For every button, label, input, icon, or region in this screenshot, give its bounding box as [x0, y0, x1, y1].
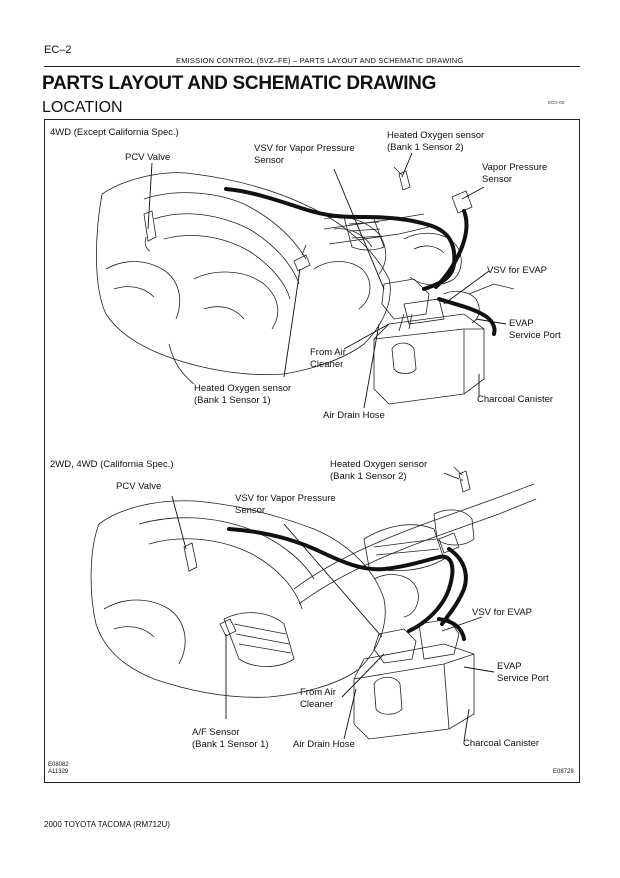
figure1-evap-port-label-line2: Service Port	[509, 330, 561, 341]
figure1-vsv-evap-label: VSV for EVAP	[487, 265, 548, 276]
figure1-evap-port-label-line1: EVAP	[509, 318, 534, 329]
figure2-ho2-sensor2-label-line1: Heated Oxygen sensor	[330, 459, 428, 470]
page-footer: 2000 TOYOTA TACOMA (RM712U)	[44, 820, 170, 829]
figure2-vsv-evap-label: VSV for EVAP	[472, 607, 533, 618]
top-figure-code: EC0–00	[548, 100, 565, 105]
header-rule	[44, 66, 580, 67]
figure2-pcv-valve-label: PCV Valve	[116, 481, 162, 492]
section-title: LOCATION	[42, 99, 123, 116]
figure1-ho2-sensor1-label-line1: Heated Oxygen sensor	[194, 383, 292, 394]
figure1-from-air-cleaner-label-line1: From Air	[310, 347, 346, 358]
figure1-from-air-cleaner-label-line2: Cleaner	[310, 359, 344, 370]
figure1-vsv-vapor-pressure-label-line2: Sensor	[254, 155, 285, 166]
running-header: EMISSION CONTROL (5VZ–FE) – PARTS LAYOUT…	[176, 56, 464, 65]
figure1-pcv-valve-label: PCV Valve	[125, 152, 171, 163]
figure1-ho2-sensor2-label-line1: Heated Oxygen sensor	[387, 130, 485, 141]
figure1-air-drain-hose-label: Air Drain Hose	[323, 410, 385, 421]
figure-frame	[44, 119, 580, 783]
figure2-af-sensor-label-line1: A/F Sensor	[192, 727, 240, 738]
figure1-vsv-vapor-pressure-label-line1: VSV for Vapor Pressure	[254, 143, 355, 154]
engine-illustration	[90, 152, 537, 742]
figure2-spec-label: 2WD, 4WD (California Spec.)	[50, 459, 174, 470]
figure1-ho2-sensor1-label-line2: (Bank 1 Sensor 1)	[194, 395, 271, 406]
figure2-charcoal-canister-label: Charcoal Canister	[463, 738, 540, 749]
figure2-vsv-vapor-pressure-label-line1: VSV for Vapor Pressure	[235, 493, 336, 504]
figure2-evap-port-label-line2: Service Port	[497, 673, 549, 684]
figure2-ho2-sensor2-label-line2: (Bank 1 Sensor 2)	[330, 471, 407, 482]
page-number: EC–2	[44, 44, 72, 56]
figure1-spec-label: 4WD (Except California Spec.)	[50, 127, 179, 138]
figure1-vapor-pressure-sensor-label-line2: Sensor	[482, 174, 513, 185]
page-title: PARTS LAYOUT AND SCHEMATIC DRAWING	[42, 73, 437, 94]
figure2-air-drain-hose-label: Air Drain Hose	[293, 739, 355, 750]
figure2-vsv-vapor-pressure-label-line2: Sensor	[235, 505, 266, 516]
figure2-from-air-cleaner-label-line1: From Air	[300, 687, 336, 698]
figure1-ho2-sensor2-label-line2: (Bank 1 Sensor 2)	[387, 142, 464, 153]
figure-code-left-1: E08082	[48, 762, 69, 768]
figure1-charcoal-canister-label: Charcoal Canister	[477, 394, 554, 405]
figure-code-right: E08728	[553, 769, 574, 775]
figure2-from-air-cleaner-label-line2: Cleaner	[300, 699, 334, 710]
figure2-af-sensor-label-line2: (Bank 1 Sensor 1)	[192, 739, 269, 750]
figure1-vapor-pressure-sensor-label-line1: Vapor Pressure	[482, 162, 548, 173]
figure2-evap-port-label-line1: EVAP	[497, 661, 522, 672]
figure-code-left-2: A11329	[48, 769, 69, 775]
